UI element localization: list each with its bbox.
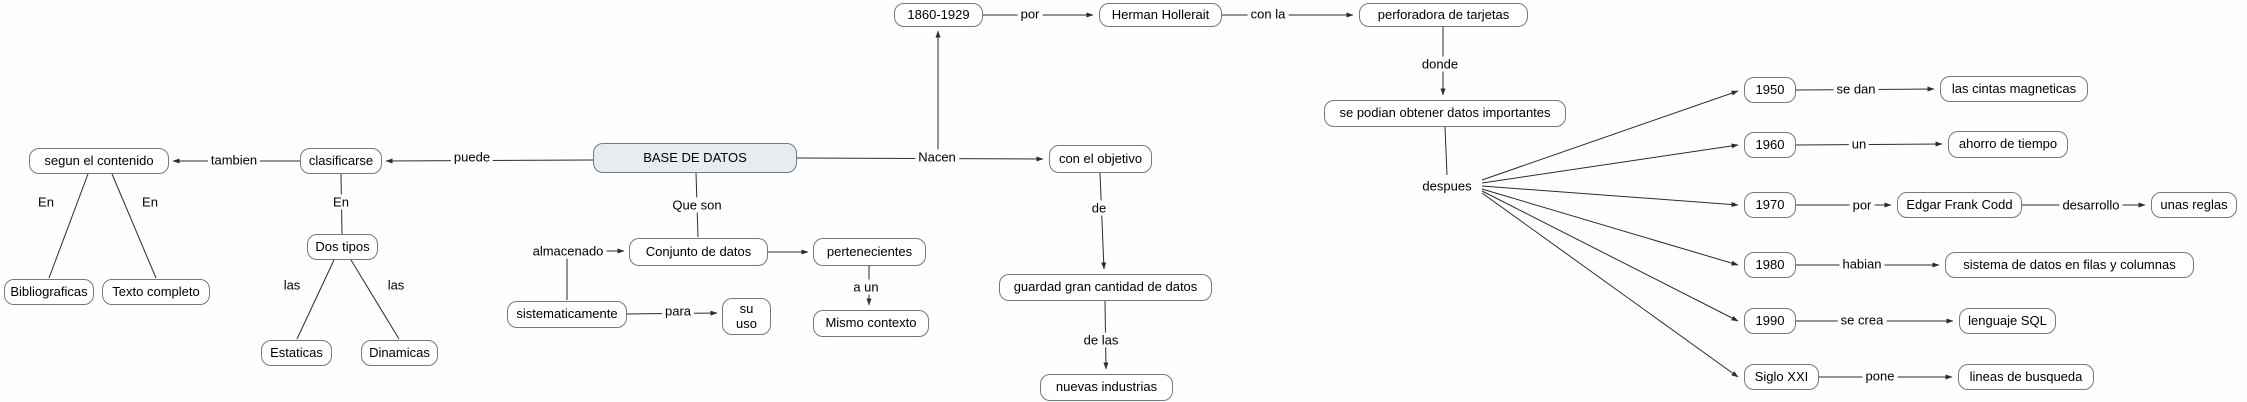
edge-despues-1970	[1481, 185, 1739, 208]
node-estaticas[interactable]: Estaticas	[261, 340, 332, 366]
link-label-en-3[interactable]: En	[330, 194, 352, 210]
edge-segun-bibliograficas	[48, 173, 89, 279]
link-label-un[interactable]: un	[1848, 136, 1870, 152]
node-unas-reglas[interactable]: unas reglas	[2151, 192, 2237, 218]
node-nuevas-industrias[interactable]: nuevas industrias	[1040, 374, 1173, 401]
link-label-desarrollo[interactable]: desarrollo	[2059, 197, 2123, 213]
link-label-nacen[interactable]: Nacen	[915, 149, 959, 165]
node-1990[interactable]: 1990	[1744, 308, 1796, 334]
node-lenguaje-sql[interactable]: lenguaje SQL	[1959, 308, 2056, 334]
edge-despues-1960	[1481, 143, 1739, 184]
node-herman-hollerait[interactable]: Herman Hollerait	[1099, 3, 1222, 27]
link-label-por-1970[interactable]: por	[1849, 197, 1875, 213]
edge-despues-1990	[1481, 190, 1739, 322]
link-label-por-top[interactable]: por	[1017, 6, 1043, 22]
node-mismo-contexto[interactable]: Mismo contexto	[813, 310, 929, 337]
link-label-se-crea[interactable]: se crea	[1837, 312, 1887, 328]
edge-despues-1980	[1481, 188, 1739, 266]
node-1860-1929[interactable]: 1860-1929	[894, 3, 983, 27]
edge-conobjetivo-guardad	[1099, 172, 1107, 270]
node-dinamicas[interactable]: Dinamicas	[361, 340, 438, 366]
node-sistematicamente[interactable]: sistematicamente	[507, 301, 627, 328]
edge-sepodian-despues	[1444, 126, 1448, 176]
node-clasificarse[interactable]: clasificarse	[300, 148, 382, 174]
node-1950[interactable]: 1950	[1744, 77, 1796, 103]
node-1960[interactable]: 1960	[1744, 132, 1796, 158]
link-label-de-las[interactable]: de las	[1080, 332, 1122, 348]
link-label-con-la[interactable]: con la	[1247, 6, 1289, 22]
link-label-las-1[interactable]: las	[280, 277, 304, 293]
node-dos-tipos[interactable]: Dos tipos	[307, 234, 378, 260]
node-con-el-objetivo[interactable]: con el objetivo	[1049, 145, 1152, 173]
node-base-de-datos[interactable]: BASE DE DATOS	[593, 143, 797, 173]
node-su-uso[interactable]: su uso	[722, 298, 771, 335]
node-ahorro-de-tiempo[interactable]: ahorro de tiempo	[1948, 131, 2068, 158]
edge-segun-textocompleto	[111, 173, 157, 279]
link-label-donde[interactable]: donde	[1418, 56, 1462, 72]
node-siglo-xxi[interactable]: Siglo XXI	[1744, 364, 1819, 390]
node-1970[interactable]: 1970	[1744, 192, 1796, 218]
node-se-podian-obtener-datos[interactable]: se podian obtener datos importantes	[1324, 100, 1566, 127]
node-conjunto-de-datos[interactable]: Conjunto de datos	[629, 238, 768, 266]
edge-despues-sigloxxi	[1481, 192, 1739, 378]
link-label-tambien[interactable]: tambien	[207, 152, 261, 168]
link-label-puede[interactable]: puede	[450, 149, 494, 165]
link-label-a-un[interactable]: a un	[850, 279, 882, 295]
node-segun-el-contenido[interactable]: segun el contenido	[29, 148, 169, 174]
node-1980[interactable]: 1980	[1744, 252, 1796, 278]
link-label-almacenado[interactable]: almacenado	[529, 243, 607, 259]
node-bibliograficas[interactable]: Bibliograficas	[4, 279, 94, 305]
link-label-que-son[interactable]: Que son	[669, 197, 725, 213]
node-pertenecientes[interactable]: pertenecientes	[813, 238, 926, 266]
link-label-de[interactable]: de	[1088, 200, 1110, 216]
node-lineas-de-busqueda[interactable]: lineas de busqueda	[1958, 364, 2094, 390]
edge-dostipos-dinamicas	[350, 259, 400, 340]
node-perforadora-de-tarjetas[interactable]: perforadora de tarjetas	[1359, 3, 1528, 27]
edge-despues-1950	[1481, 90, 1739, 181]
link-label-las-2[interactable]: las	[384, 277, 408, 293]
link-label-se-dan[interactable]: se dan	[1833, 81, 1879, 97]
link-label-habian[interactable]: habian	[1839, 256, 1885, 272]
node-las-cintas-magneticas[interactable]: las cintas magneticas	[1940, 76, 2088, 102]
link-label-pone[interactable]: pone	[1862, 368, 1898, 384]
node-sistema-de-datos-filas-columnas[interactable]: sistema de datos en filas y columnas	[1945, 252, 2194, 278]
link-label-en-1[interactable]: En	[35, 194, 57, 210]
link-label-para[interactable]: para	[661, 303, 695, 319]
link-label-en-2[interactable]: En	[139, 194, 161, 210]
node-guardad-gran-cantidad[interactable]: guardad gran cantidad de datos	[999, 274, 1212, 301]
link-label-despues[interactable]: despues	[1419, 178, 1475, 194]
edge-dostipos-estaticas	[296, 259, 335, 340]
node-edgar-frank-codd[interactable]: Edgar Frank Codd	[1897, 192, 2022, 218]
node-texto-completo[interactable]: Texto completo	[102, 279, 210, 305]
